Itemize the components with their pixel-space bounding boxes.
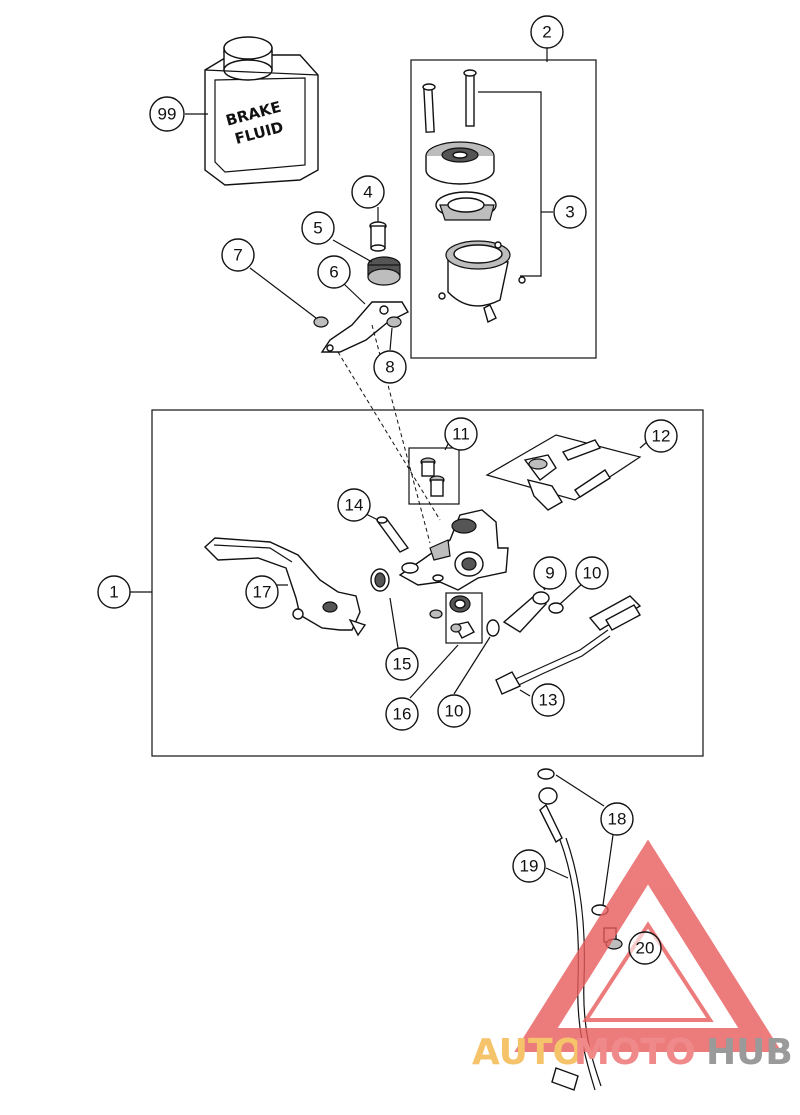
watermark-hub: HUB [706,1032,793,1073]
callout-20-label: 20 [636,939,655,958]
reservoir-body [438,240,526,324]
small-nut [429,609,443,619]
callout-13: 13 [531,683,565,717]
callout-12-label: 12 [652,427,671,446]
callout-14-label: 14 [345,496,364,515]
callout-16: 16 [385,697,419,731]
callout-6: 6 [317,255,351,289]
callout-9: 9 [533,556,567,590]
callout-4-label: 4 [363,183,372,202]
reservoir-membrane [435,191,497,221]
callout-4: 4 [351,175,385,209]
callout-5-label: 5 [313,219,322,238]
callout-5: 5 [301,211,335,245]
callout-10-upper: 10 [575,556,609,590]
callout-11-label: 11 [452,425,470,444]
reservoir-screws [422,69,477,133]
callout-15-label: 15 [393,655,412,674]
callout-17-label: 17 [253,583,272,602]
watermark-moto: MOTO [574,1032,696,1073]
callout-1: 1 [97,575,131,609]
callout-19-label: 19 [520,857,539,876]
callout-99: 99 [149,96,185,132]
callout-6-label: 6 [329,263,338,282]
bracket-bolt-part-4 [369,221,387,252]
callout-13-label: 13 [539,691,558,710]
callout-9-label: 9 [545,564,554,583]
pushrod-part-14 [376,516,410,553]
callout-10-lower-label: 10 [445,702,464,721]
callout-2-label: 2 [542,23,551,42]
callout-10-lower: 10 [437,694,471,728]
watermark-auto: AUTO [472,1032,583,1073]
brake-fluid-can: BRAKE FLUID [204,36,319,186]
reservoir-cap [425,141,495,185]
callout-3: 3 [553,195,587,229]
callout-19: 19 [512,849,546,883]
master-cylinder-body [398,509,509,591]
master-cylinder-group-frame [151,409,704,757]
callout-7-label: 7 [233,246,242,265]
nut-part-8 [386,316,402,328]
callout-99-label: 99 [158,105,177,124]
callout-8: 8 [373,350,407,384]
washer-part-18-upper [537,768,555,780]
screw-part-7 [313,316,329,328]
callout-15: 15 [385,647,419,681]
callout-16-label: 16 [393,705,412,724]
brake-lever-part-17 [203,537,367,637]
brake-light-switch-part-13 [495,595,642,695]
callout-12: 12 [644,419,678,453]
clamp-part-12 [485,434,642,511]
clip-part-10-upper [548,602,564,614]
callout-1-label: 1 [109,583,118,602]
callout-7: 7 [221,238,255,272]
watermark-text: AUTO MOTO HUB [472,1032,793,1073]
callout-8-label: 8 [385,358,394,377]
callout-18: 18 [600,802,634,836]
hose-fitting-part-9 [502,591,550,633]
callout-3-label: 3 [565,203,574,222]
bracket-part-6 [320,301,409,353]
reservoir-group-frame [410,59,597,359]
clip-part-10-lower [486,619,500,637]
watermark-logo [514,839,782,1052]
callout-2: 2 [530,15,564,49]
seal-kit-part-16 [445,592,483,644]
callout-18-label: 18 [608,810,627,829]
callout-10-upper-label: 10 [583,564,602,583]
callout-17: 17 [245,575,279,609]
callout-20: 20 [628,931,662,965]
callout-14: 14 [337,488,371,522]
adjuster-part-15 [370,568,390,592]
callout-11: 11 [444,417,478,451]
bleed-valve-part-11 [408,447,460,505]
rubber-bushing-part-5 [367,256,401,286]
